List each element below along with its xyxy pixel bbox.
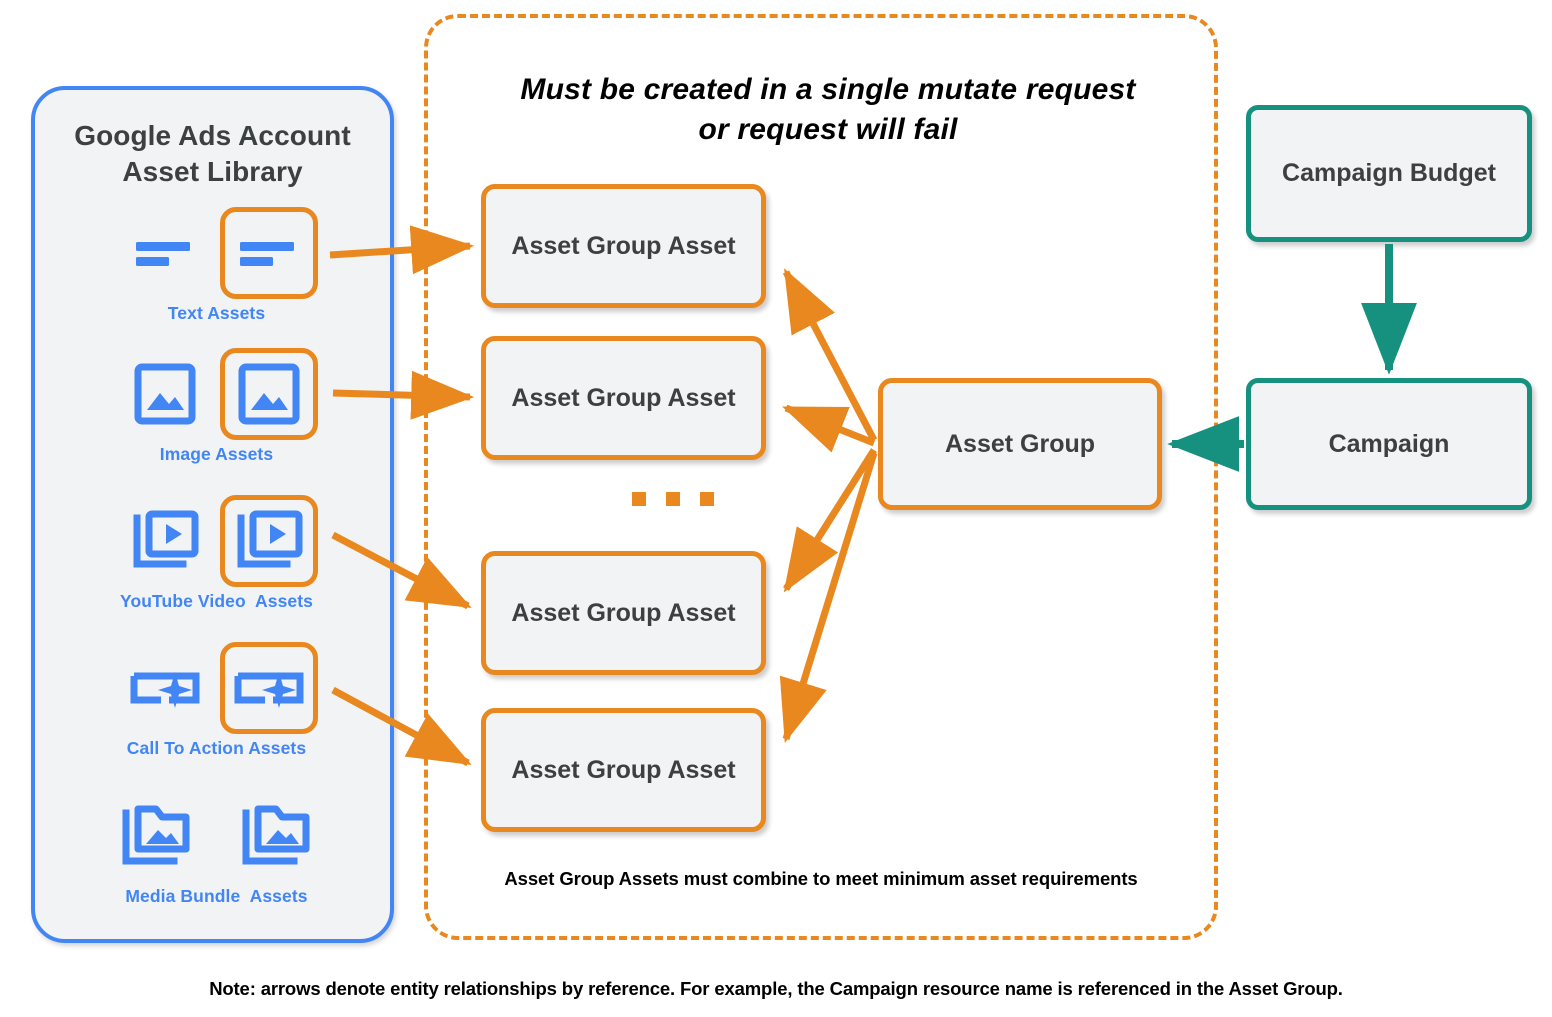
- campaign-node[interactable]: Campaign: [1246, 378, 1532, 510]
- asset-library-panel: Google Ads Account Asset Library: [31, 86, 394, 943]
- media-bundle-asset-icon-first[interactable]: [108, 790, 206, 882]
- mutate-heading-line1: Must be created in a single mutate reque…: [520, 73, 1136, 106]
- youtube-video-asset-icon-selected[interactable]: [219, 495, 318, 587]
- image-asset-icon: [238, 363, 299, 425]
- asset-group-asset-node-1[interactable]: Asset Group Asset: [481, 184, 766, 308]
- mutate-heading-line2: or request will fail: [698, 112, 958, 146]
- library-title: Google Ads Account Asset Library: [35, 118, 390, 190]
- asset-caption-cta: Call To Action Assets: [126, 738, 307, 758]
- asset-row-youtube: YouTube Video Assets: [35, 495, 398, 612]
- asset-row-media-bundle: Media Bundle Assets: [35, 790, 398, 907]
- text-asset-icon: [135, 242, 190, 266]
- call-to-action-asset-icon: [234, 672, 303, 708]
- asset-group-asset-node-3[interactable]: Asset Group Asset: [481, 551, 766, 675]
- text-asset-icon-unselected[interactable]: [116, 207, 214, 299]
- mutate-heading: Must be created in a single mutate reque…: [478, 70, 1178, 150]
- diagram-note: Note: arrows denote entity relationships…: [209, 978, 1343, 999]
- asset-group-asset-node-4[interactable]: Asset Group Asset: [481, 708, 766, 832]
- youtube-video-asset-icon: [133, 510, 198, 568]
- library-title-line1: Google Ads Account: [74, 120, 351, 151]
- media-bundle-asset-icon-second[interactable]: [228, 790, 326, 882]
- asset-caption-image: Image Assets: [159, 444, 274, 464]
- youtube-video-asset-icon: [237, 510, 302, 568]
- ellipsis-indicator: [632, 492, 714, 506]
- asset-caption-text: Text Assets: [167, 303, 266, 323]
- media-bundle-asset-icon: [242, 805, 309, 865]
- asset-group-node[interactable]: Asset Group: [878, 378, 1162, 510]
- ellipsis-dot: [632, 492, 646, 506]
- asset-row-text: Text Assets: [35, 207, 398, 324]
- asset-group-asset-node-2[interactable]: Asset Group Asset: [481, 336, 766, 460]
- asset-row-cta: Call To Action Assets: [35, 642, 398, 759]
- call-to-action-asset-icon: [130, 672, 199, 708]
- call-to-action-asset-icon-selected[interactable]: [219, 642, 318, 734]
- campaign-budget-node[interactable]: Campaign Budget: [1246, 105, 1532, 242]
- asset-caption-media-bundle: Media Bundle Assets: [125, 886, 308, 906]
- image-asset-icon: [134, 363, 195, 425]
- youtube-video-asset-icon-unselected[interactable]: [116, 495, 214, 587]
- ellipsis-dot: [666, 492, 680, 506]
- call-to-action-asset-icon-unselected[interactable]: [116, 642, 214, 734]
- asset-caption-youtube: YouTube Video Assets: [119, 591, 314, 611]
- image-asset-icon-unselected[interactable]: [116, 348, 214, 440]
- media-bundle-asset-icon: [122, 805, 189, 865]
- library-title-line2: Asset Library: [122, 155, 303, 187]
- text-asset-icon: [239, 242, 294, 266]
- asset-row-image: Image Assets: [35, 348, 398, 465]
- image-asset-icon-selected[interactable]: [219, 348, 318, 440]
- ellipsis-dot: [700, 492, 714, 506]
- text-asset-icon-selected[interactable]: [219, 207, 318, 299]
- mutate-footnote: Asset Group Assets must combine to meet …: [504, 868, 1138, 889]
